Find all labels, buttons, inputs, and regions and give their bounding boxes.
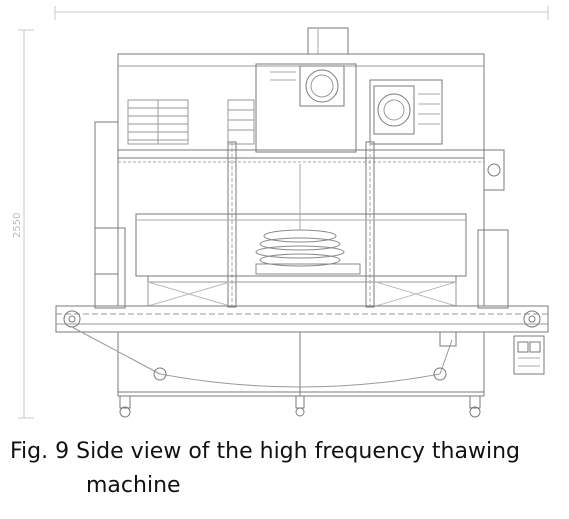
inner-chamber [135, 213, 467, 307]
left-side-panel [94, 121, 126, 309]
spiral-coil [255, 164, 361, 275]
caption-line-1: Fig. 9 Side view of the high frequency t… [10, 439, 520, 464]
height-dimension-label: 2550 [12, 213, 23, 238]
caster-wheels [119, 395, 481, 418]
fan-unit-right [369, 79, 443, 145]
machine-side-view-drawing: 2550 [12, 6, 549, 419]
support-columns [227, 141, 375, 308]
right-side-panel [477, 149, 509, 309]
caption-line-2: machine [86, 473, 181, 498]
main-housing [117, 53, 485, 307]
width-dimension [54, 6, 549, 20]
height-dimension [18, 29, 34, 419]
fan-unit-left [255, 63, 357, 153]
upper-left-louvre [127, 99, 255, 145]
top-duct [307, 27, 349, 55]
control-box [513, 335, 545, 375]
lower-frame [71, 326, 485, 397]
conveyor-belt [55, 305, 549, 333]
